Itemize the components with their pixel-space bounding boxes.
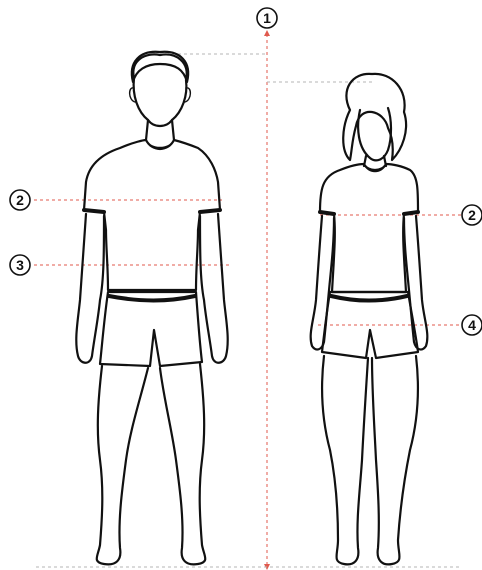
height-arrow-top [264, 30, 270, 36]
male-right-leg [160, 364, 205, 564]
male-waistband [109, 296, 195, 301]
female-left-arm [311, 216, 334, 349]
male-sleeve-band-left [84, 210, 104, 212]
male-left-arm [76, 214, 104, 363]
female-left-leg [322, 356, 368, 564]
marker-waist: 3 [10, 255, 30, 275]
marker-chest-left: 2 [10, 190, 30, 210]
marker-chest-right: 2 [462, 205, 482, 225]
male-figure [76, 52, 227, 565]
female-waistband [331, 296, 407, 301]
marker-hips: 4 [462, 315, 482, 335]
marker-height: 1 [257, 8, 277, 28]
marker-hips-label: 4 [468, 317, 476, 333]
female-right-arm [404, 216, 427, 349]
marker-height-label: 1 [263, 10, 271, 26]
male-left-leg [97, 366, 148, 564]
male-sleeve-band-right [200, 210, 220, 212]
female-right-leg [372, 356, 418, 564]
male-right-arm [200, 214, 228, 363]
female-hair [343, 74, 406, 160]
female-face [358, 108, 391, 160]
guide-lines [34, 30, 462, 570]
female-sleeve-band-right [404, 212, 418, 214]
male-head [133, 54, 186, 126]
male-shorts [100, 292, 202, 366]
marker-chest-right-label: 2 [468, 207, 476, 223]
male-hair [132, 52, 188, 82]
male-ears [130, 88, 191, 102]
marker-chest-left-label: 2 [16, 192, 24, 208]
female-sleeve-band-left [320, 212, 334, 214]
marker-waist-label: 3 [16, 257, 24, 273]
female-figure [311, 74, 428, 565]
